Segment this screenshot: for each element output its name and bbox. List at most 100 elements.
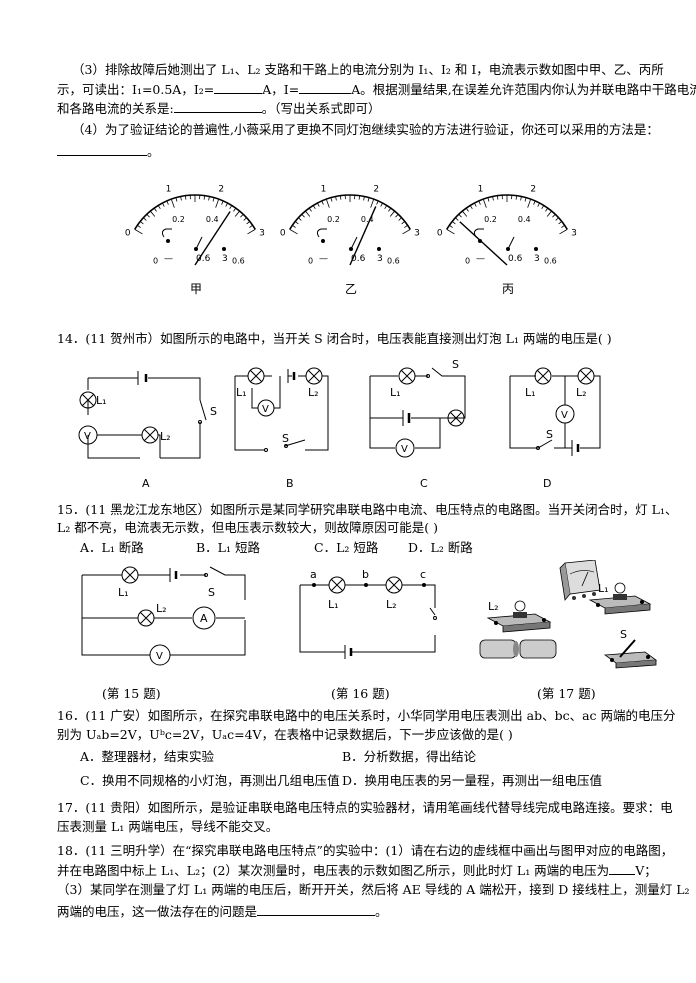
q15-choice-B[interactable]: B．L₁ 短路 [196, 540, 260, 555]
q18-question-line3: （3）某同学在测量了灯 L₁ 两端的电压后，断开开关，然后将 AE 导线的 A … [57, 882, 690, 897]
option-D-label: D [543, 477, 551, 490]
fig15-label-V: V [156, 651, 163, 662]
answer-blank-L1-voltage[interactable] [609, 862, 636, 875]
wire [316, 228, 327, 238]
label-L1-B: L₁ [236, 386, 247, 399]
fig17-label-L2: L₂ [488, 600, 499, 613]
fig15-label-L1: L₁ [118, 586, 129, 599]
dial-tick [515, 195, 518, 200]
dial-tick [247, 229, 256, 235]
meter-label: 乙 [345, 282, 357, 295]
dial-tick [234, 210, 240, 217]
dial-bottom-label: 0.6 [544, 257, 557, 266]
dial-bottom-label: 0.2 [327, 215, 340, 224]
circuit-D [509, 367, 601, 456]
q15-choice-C[interactable]: C．L₂ 短路 [314, 540, 379, 555]
dial-top-label: 1 [166, 185, 172, 195]
dial-top-label: 3 [571, 228, 577, 238]
label-V-B: V [262, 404, 269, 415]
answer-blank-I[interactable] [299, 81, 352, 94]
dial-tick [358, 195, 361, 200]
dial-tick [175, 197, 178, 202]
dial-tick [404, 224, 408, 228]
answer-blank-I2[interactable] [214, 81, 263, 94]
label-S-B: S [282, 432, 289, 445]
dial-top-label: 1 [478, 185, 484, 195]
dial-tick [524, 197, 527, 202]
dial-bottom-label: 0 [465, 257, 470, 266]
dial-bottom-label: 0.4 [206, 215, 219, 224]
dial-tick [339, 195, 342, 200]
answer-blank-problem[interactable] [257, 903, 376, 916]
fig16-label-a: a [310, 568, 317, 581]
dial-tick [451, 221, 456, 225]
caption-fig16: (第 16 题) [331, 686, 390, 701]
q18-question-line2: 并在电路图中标上 L₁、L₂；(2）某次测量时，电压表的示数如图乙所示，则此时灯… [57, 862, 657, 878]
answer-blank-relation[interactable] [173, 100, 262, 113]
dial-tick [376, 200, 379, 205]
terminal [222, 247, 226, 251]
q15-choice-A[interactable]: A．L₁ 断路 [80, 540, 144, 555]
q18-question-line4: 两端的电压，这一做法存在的问题是。 [57, 903, 388, 919]
q17-question-line1: 17．(11 贵阳）如图所示，是验证串联电路电压特点的实验器材，请用笔画线代替导… [57, 800, 673, 815]
dial-tick [249, 224, 253, 228]
q15-choice-D[interactable]: D．L₂ 断路 [408, 540, 473, 555]
answer-blank-method[interactable] [57, 143, 147, 156]
option-A-label: A [142, 477, 150, 490]
label-S-A: S [210, 405, 217, 418]
dial-tick [363, 196, 365, 201]
terminal [534, 247, 538, 251]
q16-option-C[interactable]: C．换用不同规格的小灯泡，再测出几组电压值 [80, 773, 340, 788]
terminal [321, 239, 325, 243]
dial-tick [482, 199, 487, 208]
dial-tick [289, 229, 298, 235]
dial-top-label: 2 [530, 185, 536, 195]
meter-label: 丙 [502, 282, 514, 295]
dial-tick [541, 205, 545, 210]
dial-tick [240, 213, 244, 218]
dial-tick [458, 213, 462, 218]
dial-tick [246, 221, 251, 225]
dial-tick [462, 210, 468, 217]
figures-15-16-17: L₁ L₂ S A V a b c L₁ L₂ L₂ L₁ [81, 560, 658, 669]
q13-part3-line3: 和各路电流的关系是:。（写出关系式即可） [57, 100, 381, 116]
dial-bottom-label: 0.2 [172, 215, 185, 224]
dial-tick [395, 213, 399, 218]
q14-question: 14．(11 贺州市）如图所示的电路中，当开关 S 闭合时，电压表能直接测出灯泡… [57, 331, 612, 346]
needle [459, 221, 508, 266]
label-L1-C: L₁ [390, 386, 401, 399]
terminal-label: 0.6 [508, 254, 523, 264]
dial-tick [143, 217, 147, 221]
caption-fig15: (第 15 题) [102, 686, 161, 701]
dial-tick [478, 200, 481, 205]
fig17-label-S: S [620, 628, 627, 641]
dial-bottom-label: 0 [153, 257, 158, 266]
dial-tick [558, 221, 563, 225]
dial-tick [308, 207, 312, 212]
q16-option-A[interactable]: A．整理器材，结束实验 [80, 749, 215, 764]
dial-tick [533, 200, 536, 205]
dial-tick [496, 195, 499, 200]
dial-bottom-label: 0.4 [361, 215, 374, 224]
q16-option-B[interactable]: B．分析数据，得出结论 [342, 749, 477, 764]
dial-tick [380, 202, 383, 207]
dial-tick [446, 229, 455, 235]
dial-tick [367, 197, 370, 202]
terminal-label: 3 [377, 254, 383, 264]
dial-tick [487, 197, 490, 202]
q16-option-D[interactable]: D．换用电压表的另一量程，再测出一组电压值 [342, 773, 603, 788]
wire [473, 228, 484, 238]
dial-tick [139, 221, 144, 225]
dial-top-label: 0 [437, 228, 443, 238]
dial-tick [388, 207, 392, 212]
q13-part3-line2: 示，可读出：I₁=0.5A，I₂=A，I=A。根据测量结果,在误差允许范围内你认… [57, 81, 696, 97]
wire [350, 236, 358, 250]
dial-tick [162, 202, 165, 207]
dial-top-label: 3 [414, 228, 420, 238]
dial-tick [561, 224, 565, 228]
needle [349, 206, 377, 266]
dial-tick [449, 224, 453, 228]
dial-tick [292, 224, 296, 228]
dial-tick [370, 199, 375, 208]
